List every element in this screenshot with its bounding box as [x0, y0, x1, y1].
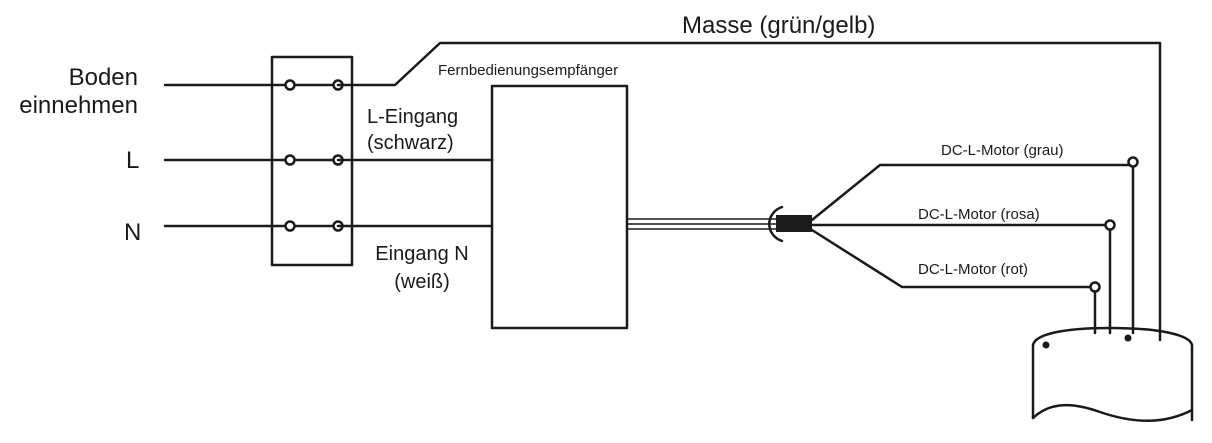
label-motor-grey: DC-L-Motor (grau)	[941, 142, 1064, 159]
motor-housing	[1031, 326, 1194, 422]
label-motor-pink: DC-L-Motor (rosa)	[918, 206, 1040, 223]
label-motor-red: DC-L-Motor (rot)	[918, 261, 1029, 278]
remote-receiver-box	[490, 84, 629, 330]
terminal-screw	[284, 79, 296, 91]
label-remote-receiver: Fernbedienungsempfänger	[438, 62, 619, 79]
label-earth: Masse (grün/gelb)	[682, 12, 876, 39]
label-n-input: Eingang N (weiß)	[375, 243, 469, 293]
connector-socket	[768, 205, 784, 243]
label-l-input: L-Eingang (schwarz)	[367, 106, 459, 154]
motor-terminal-grey	[1127, 156, 1139, 168]
wire-motor-red	[810, 228, 1097, 289]
motor-terminal-red	[1089, 281, 1101, 293]
motor-dot	[1042, 341, 1050, 349]
motor-dot	[1124, 334, 1132, 342]
label-line: L	[126, 147, 140, 174]
wire-motor-grey	[810, 163, 1135, 222]
connector-plug	[776, 215, 812, 232]
wire-earth	[336, 41, 1162, 342]
label-ground-input: Boden einnehmen	[19, 64, 138, 119]
motor-housing-cut	[1031, 403, 1194, 422]
terminal-screw	[284, 154, 296, 166]
motor-terminal-pink	[1104, 219, 1116, 231]
terminal-screw	[284, 220, 296, 232]
label-neutral: N	[124, 219, 142, 246]
